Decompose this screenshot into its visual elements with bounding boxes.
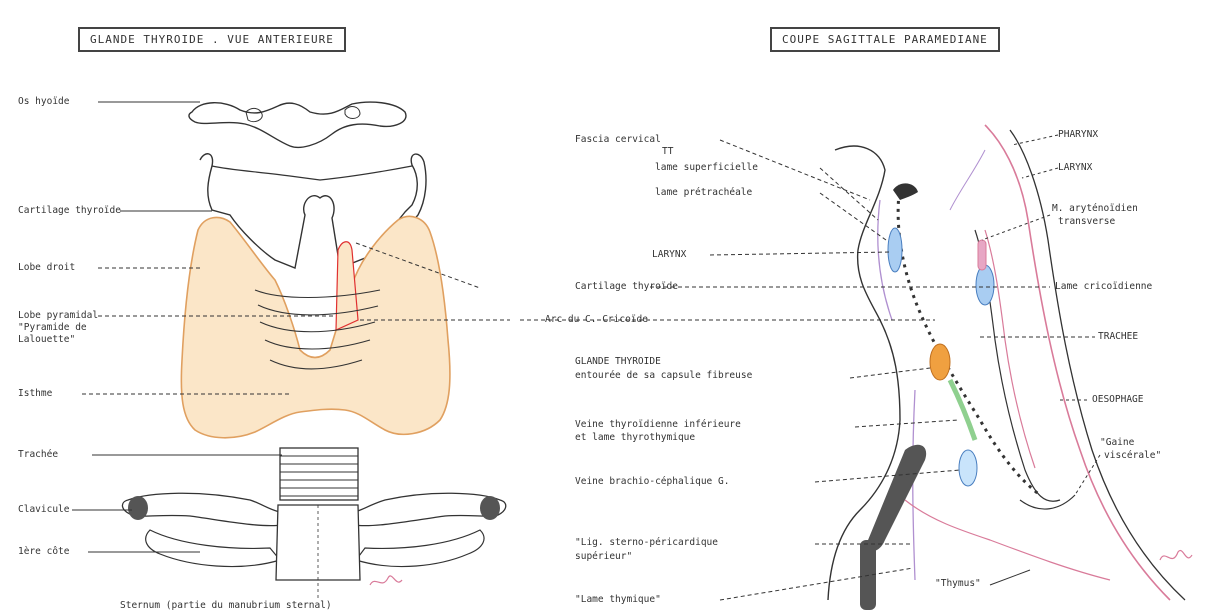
thyroid-gland — [181, 216, 450, 437]
label-isthme: Isthme — [18, 388, 52, 400]
label-m-aryteno: M. aryténoïdien — [1052, 203, 1138, 215]
label-veine-thyroidienne: Veine thyroïdienne inférieure — [575, 419, 741, 431]
label-m-aryteno-2: transverse — [1058, 216, 1115, 228]
label-lobe-pyramidal: Lobe pyramidal — [18, 310, 98, 322]
label-fascia-cervical: Fascia cervical — [575, 134, 661, 146]
label-trachee: Trachée — [18, 449, 58, 461]
label-gaine: "Gaine — [1100, 437, 1134, 449]
label-lame-thymique: "Lame thymique" — [575, 594, 661, 606]
label-lig-sterno-2: supérieur" — [575, 551, 632, 563]
label-lobe-droit: Lobe droit — [18, 262, 75, 274]
thyroid-anterior-drawing — [0, 0, 560, 615]
label-os-hyoide: Os hyoïde — [18, 96, 69, 108]
label-cartilage-thyroide: Cartilage thyroïde — [18, 205, 121, 217]
label-veine-brachio: Veine brachio-céphalique G. — [575, 476, 729, 488]
label-gaine-2: viscérale" — [1104, 450, 1161, 462]
anterior-neck-contour — [828, 146, 900, 600]
label-lig-sterno: "Lig. sterno-péricardique — [575, 537, 718, 549]
label-lame-superficielle: lame superficielle — [655, 162, 758, 174]
label-lobe-pyramidal-2: "Pyramide de — [18, 322, 87, 334]
sternum-section — [866, 445, 926, 551]
label-lobe-pyramidal-3: Lalouette" — [18, 334, 75, 346]
hyoid-bone — [189, 102, 406, 147]
first-rib-left — [146, 530, 280, 567]
label-oesophage: OESOPHAGE — [1092, 394, 1143, 406]
label-glande-thyroide-2: entourée de sa capsule fibreuse — [575, 370, 752, 382]
label-clavicule: Clavicule — [18, 504, 69, 516]
label-glande-thyroide: GLANDE THYROIDE — [575, 356, 661, 368]
label-larynx: LARYNX — [652, 249, 686, 261]
label-larynx-right: LARYNX — [1058, 162, 1092, 174]
label-fascia-arrow: TT — [662, 146, 673, 158]
right-panel-title: COUPE SAGITTALE PARAMEDIANE — [770, 27, 1000, 52]
label-cartilage-thyroide-r: Cartilage thyroïde — [575, 281, 678, 293]
label-veine-thyroidienne-2: et lame thyrothymique — [575, 432, 695, 444]
label-trachee-right: TRACHEE — [1098, 331, 1138, 343]
label-premiere-cote: 1ère côte — [18, 546, 69, 558]
label-arc-cricoide: Arc du C. Cricoïde — [545, 314, 648, 326]
label-thymus: "Thymus" — [935, 578, 981, 590]
label-lame-cricoidienne: Lame cricoïdienne — [1055, 281, 1152, 293]
label-pharynx: PHARYNX — [1058, 129, 1098, 141]
label-sternum-caption: Sternum (partie du manubrium sternal) — [120, 600, 332, 612]
first-rib-right — [356, 530, 484, 567]
label-lame-pretracheale: lame prétrachéale — [655, 187, 752, 199]
